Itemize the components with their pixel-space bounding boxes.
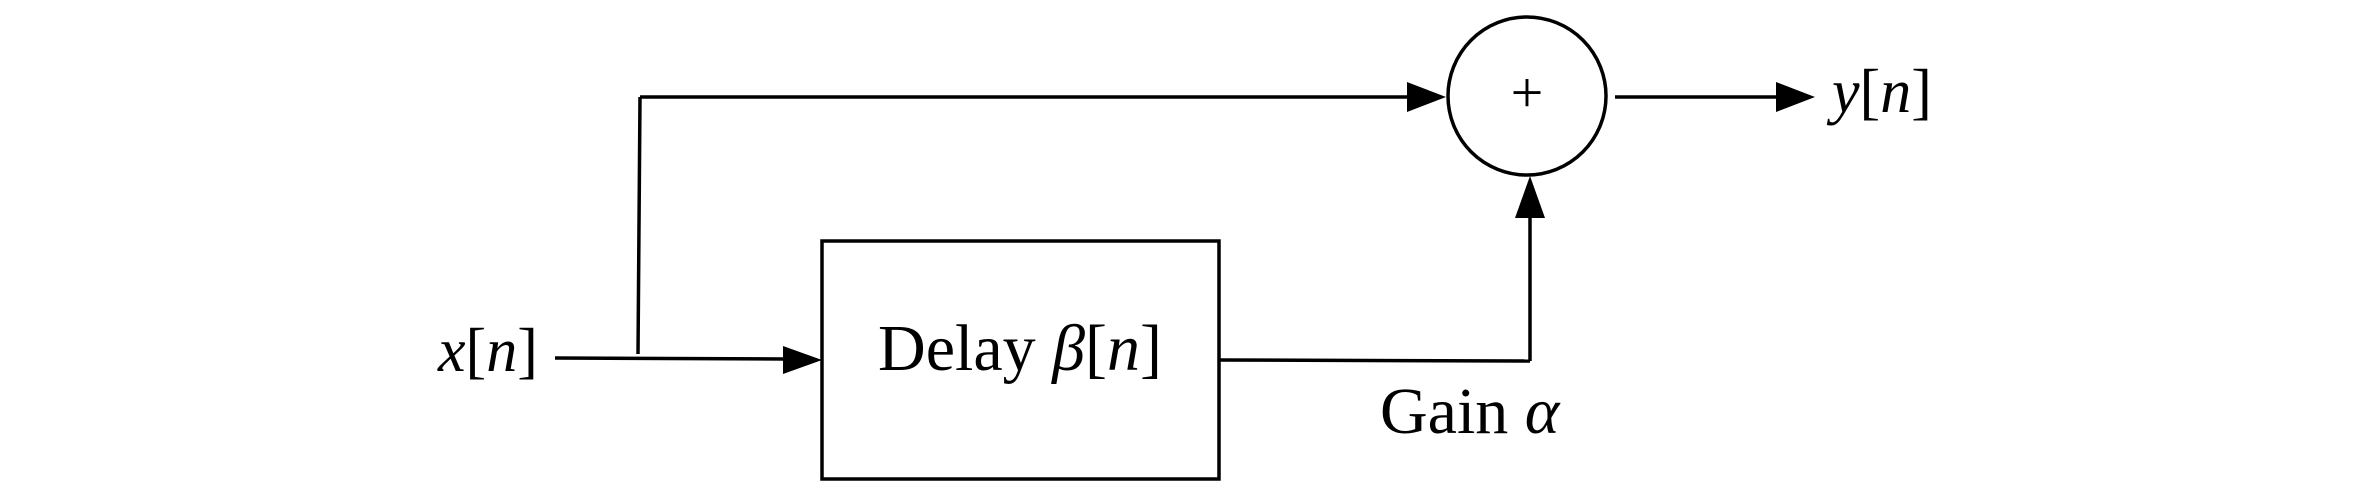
output-open-bracket: [ bbox=[1860, 58, 1881, 126]
delay-index: n bbox=[1107, 312, 1140, 385]
input-open-bracket: [ bbox=[466, 317, 487, 385]
output-close-bracket: ] bbox=[1911, 58, 1932, 126]
delay-open-bracket: [ bbox=[1085, 312, 1107, 385]
delay-close-bracket: ] bbox=[1140, 312, 1162, 385]
sum-symbol: + bbox=[1511, 60, 1544, 125]
gain-wire-horizontal bbox=[1218, 358, 1531, 363]
summing-junction bbox=[1446, 15, 1608, 177]
delay-block-label: Delay β[n] bbox=[878, 312, 1162, 385]
output-signal-label: y[n] bbox=[1826, 58, 1932, 126]
output-index: n bbox=[1880, 58, 1911, 126]
output-var: y bbox=[1826, 58, 1860, 126]
input-index: n bbox=[486, 317, 517, 385]
alpha-symbol: α bbox=[1525, 375, 1561, 448]
feedforward-wire-vertical bbox=[636, 96, 642, 355]
beta-symbol: β bbox=[1050, 312, 1085, 385]
input-var: x bbox=[437, 317, 466, 385]
delay-block bbox=[820, 239, 1221, 481]
input-wire bbox=[554, 356, 786, 361]
delay-word: Delay bbox=[878, 312, 1052, 385]
summer-top-input-arrowhead bbox=[1407, 82, 1446, 112]
summer-bottom-input-arrowhead bbox=[1515, 176, 1545, 218]
gain-word: Gain bbox=[1380, 375, 1525, 448]
output-arrowhead bbox=[1776, 82, 1815, 112]
input-signal-label: x[n] bbox=[437, 317, 538, 385]
delay-input-arrowhead bbox=[783, 346, 822, 374]
gain-label: Gain α bbox=[1380, 375, 1561, 448]
input-close-bracket: ] bbox=[517, 317, 538, 385]
